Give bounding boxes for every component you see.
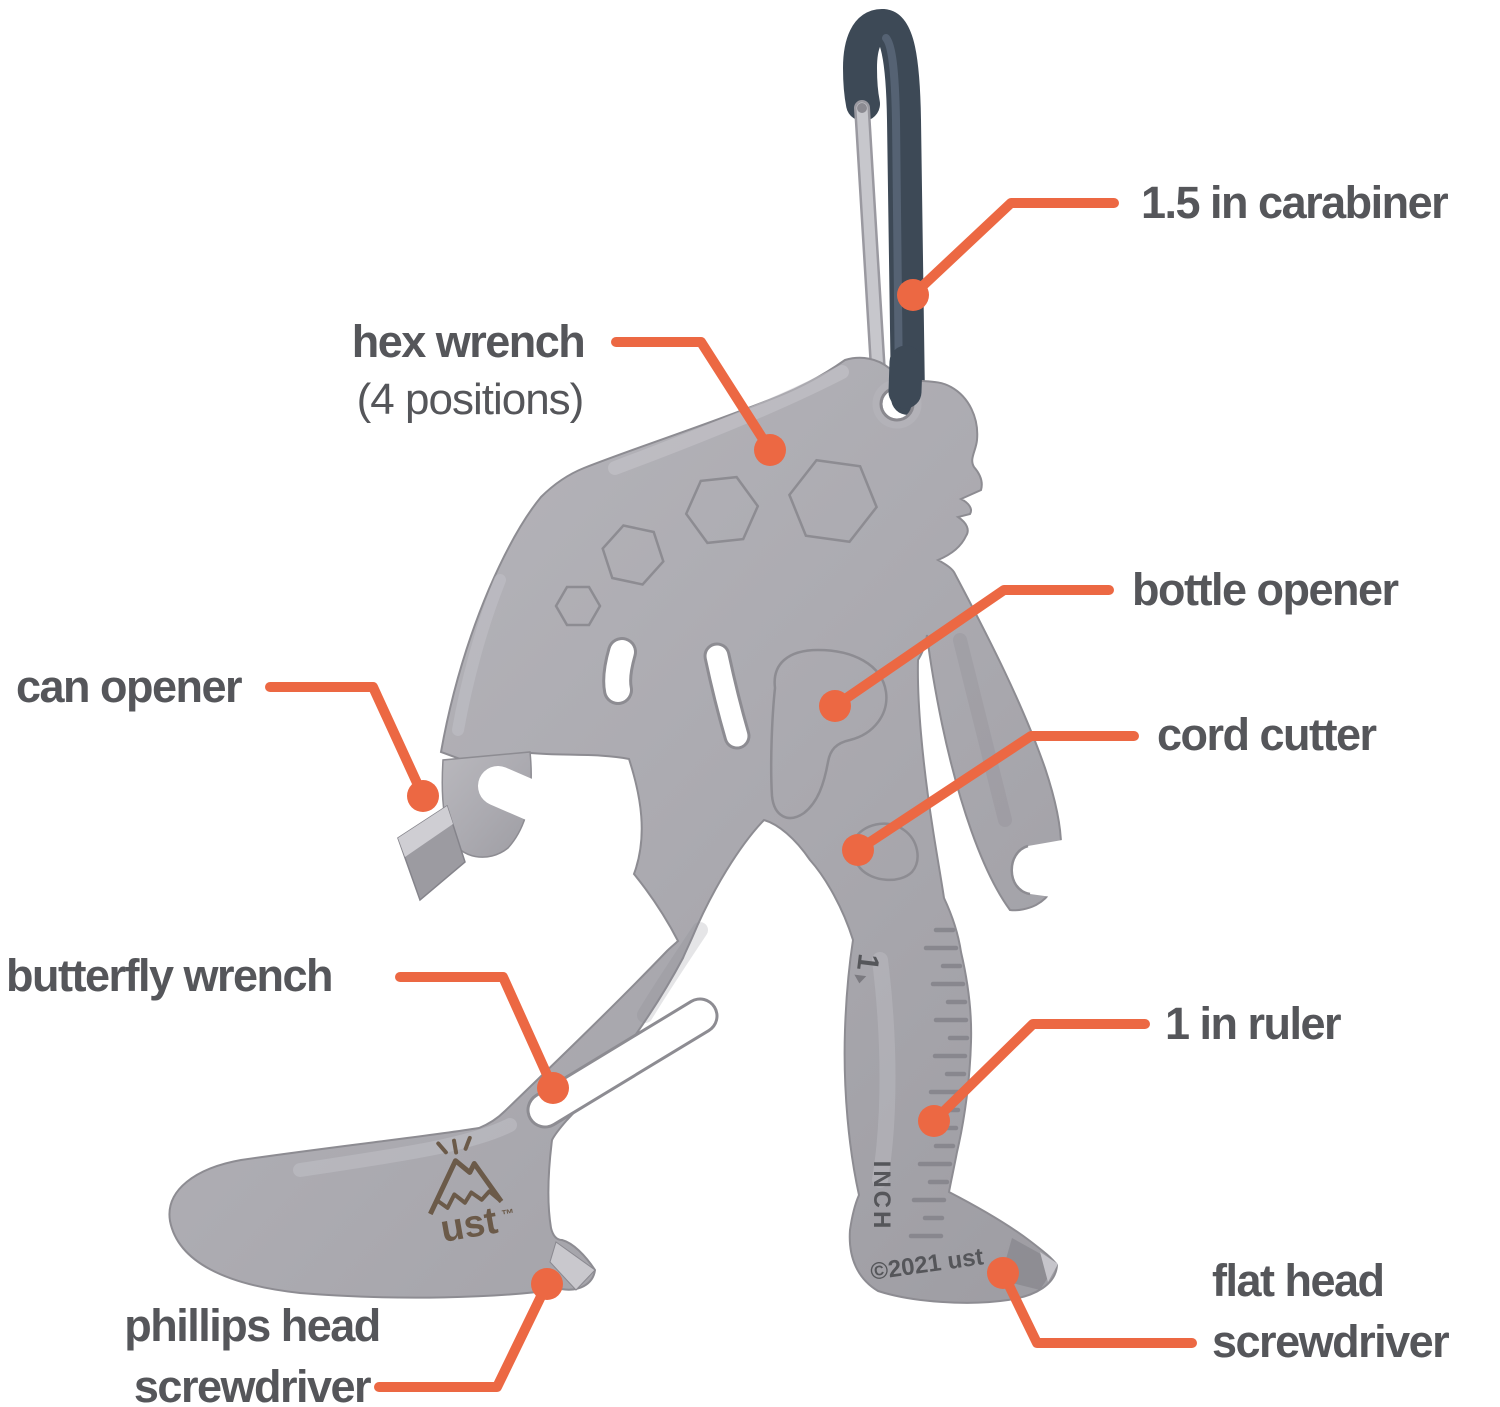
flat-head-leader-line bbox=[998, 1268, 1197, 1348]
cord-cutter-dot bbox=[842, 834, 874, 866]
can-opener-leader-line bbox=[265, 682, 428, 801]
ust-logo-mountain-icon bbox=[428, 1158, 504, 1215]
carabiner-highlight bbox=[882, 34, 903, 394]
butterfly-wrench-dot bbox=[537, 1072, 569, 1104]
flat-head-dot bbox=[987, 1257, 1019, 1289]
hex-wrench-dot bbox=[754, 434, 786, 466]
phillips-dot bbox=[531, 1268, 563, 1300]
bottle-opener-leader-line bbox=[830, 585, 1114, 711]
bottle-opener-hole bbox=[769, 648, 888, 820]
hex-wrench-leader-line bbox=[611, 337, 775, 455]
metal-shading bbox=[293, 365, 1012, 1188]
label-hex-wrench-line2: (4 positions) bbox=[357, 375, 584, 424]
label-can-opener: can opener bbox=[16, 661, 242, 712]
label-butterfly-wrench: butterfly wrench bbox=[6, 950, 332, 1001]
ust-logo-tm: ™ bbox=[500, 1205, 515, 1222]
can-opener-mouth-cutout bbox=[478, 766, 578, 832]
phillips-tip bbox=[549, 1241, 596, 1291]
carabiner bbox=[842, 9, 925, 415]
label-phillips-line1: phillips head bbox=[124, 1300, 380, 1351]
arm-gap-slot bbox=[602, 637, 637, 705]
label-carabiner: 1.5 in carabiner bbox=[1141, 177, 1448, 228]
hex-wrench-holes bbox=[554, 458, 879, 627]
cord-cutter-leader-line bbox=[853, 731, 1139, 855]
bottle-opener-slot bbox=[703, 642, 751, 750]
label-bottle-opener: bottle opener bbox=[1132, 564, 1398, 615]
carabiner-leader-line bbox=[908, 198, 1119, 300]
hex-hole-2 bbox=[684, 475, 760, 545]
hex-hole-4 bbox=[554, 585, 602, 627]
label-phillips-line2: screwdriver bbox=[134, 1361, 371, 1407]
butterfly-wrench-slot bbox=[526, 997, 719, 1129]
bigfoot-multitool-body bbox=[168, 356, 1063, 1304]
ruler-leader-line bbox=[929, 1019, 1150, 1126]
label-flat-head-line2: screwdriver bbox=[1212, 1316, 1449, 1367]
butterfly-wrench-leader-line bbox=[395, 972, 558, 1093]
phillips-leader-line bbox=[374, 1279, 552, 1392]
hex-hole-3 bbox=[601, 524, 665, 586]
carabiner-gate bbox=[856, 102, 885, 394]
carabiner-bar-front bbox=[888, 345, 923, 409]
label-flat-head-line1: flat head bbox=[1212, 1255, 1384, 1306]
ruler-number: 1 bbox=[850, 952, 885, 973]
label-hex-wrench-line1: hex wrench bbox=[352, 316, 585, 367]
bottle-opener-dot bbox=[819, 690, 851, 722]
callout-lines bbox=[265, 198, 1197, 1392]
ruler-inch-engraving: INCH bbox=[868, 1161, 895, 1232]
label-ruler: 1 in ruler bbox=[1165, 998, 1341, 1049]
ruler-one-mark: 1 bbox=[850, 952, 885, 984]
can-opener-blade-top bbox=[398, 806, 453, 857]
flat-head-tip bbox=[1040, 1252, 1058, 1282]
carabiner-gate-hinge bbox=[857, 103, 867, 113]
carabiner-dot bbox=[897, 279, 929, 311]
can-opener-dot bbox=[407, 780, 439, 812]
ust-logo: ust ™ bbox=[428, 1135, 516, 1251]
ruler-dot bbox=[918, 1105, 950, 1137]
hex-hole-1 bbox=[787, 458, 879, 544]
wrench-notch bbox=[1010, 836, 1088, 902]
label-cord-cutter: cord cutter bbox=[1157, 709, 1377, 760]
ust-logo-text: ust bbox=[437, 1200, 501, 1251]
